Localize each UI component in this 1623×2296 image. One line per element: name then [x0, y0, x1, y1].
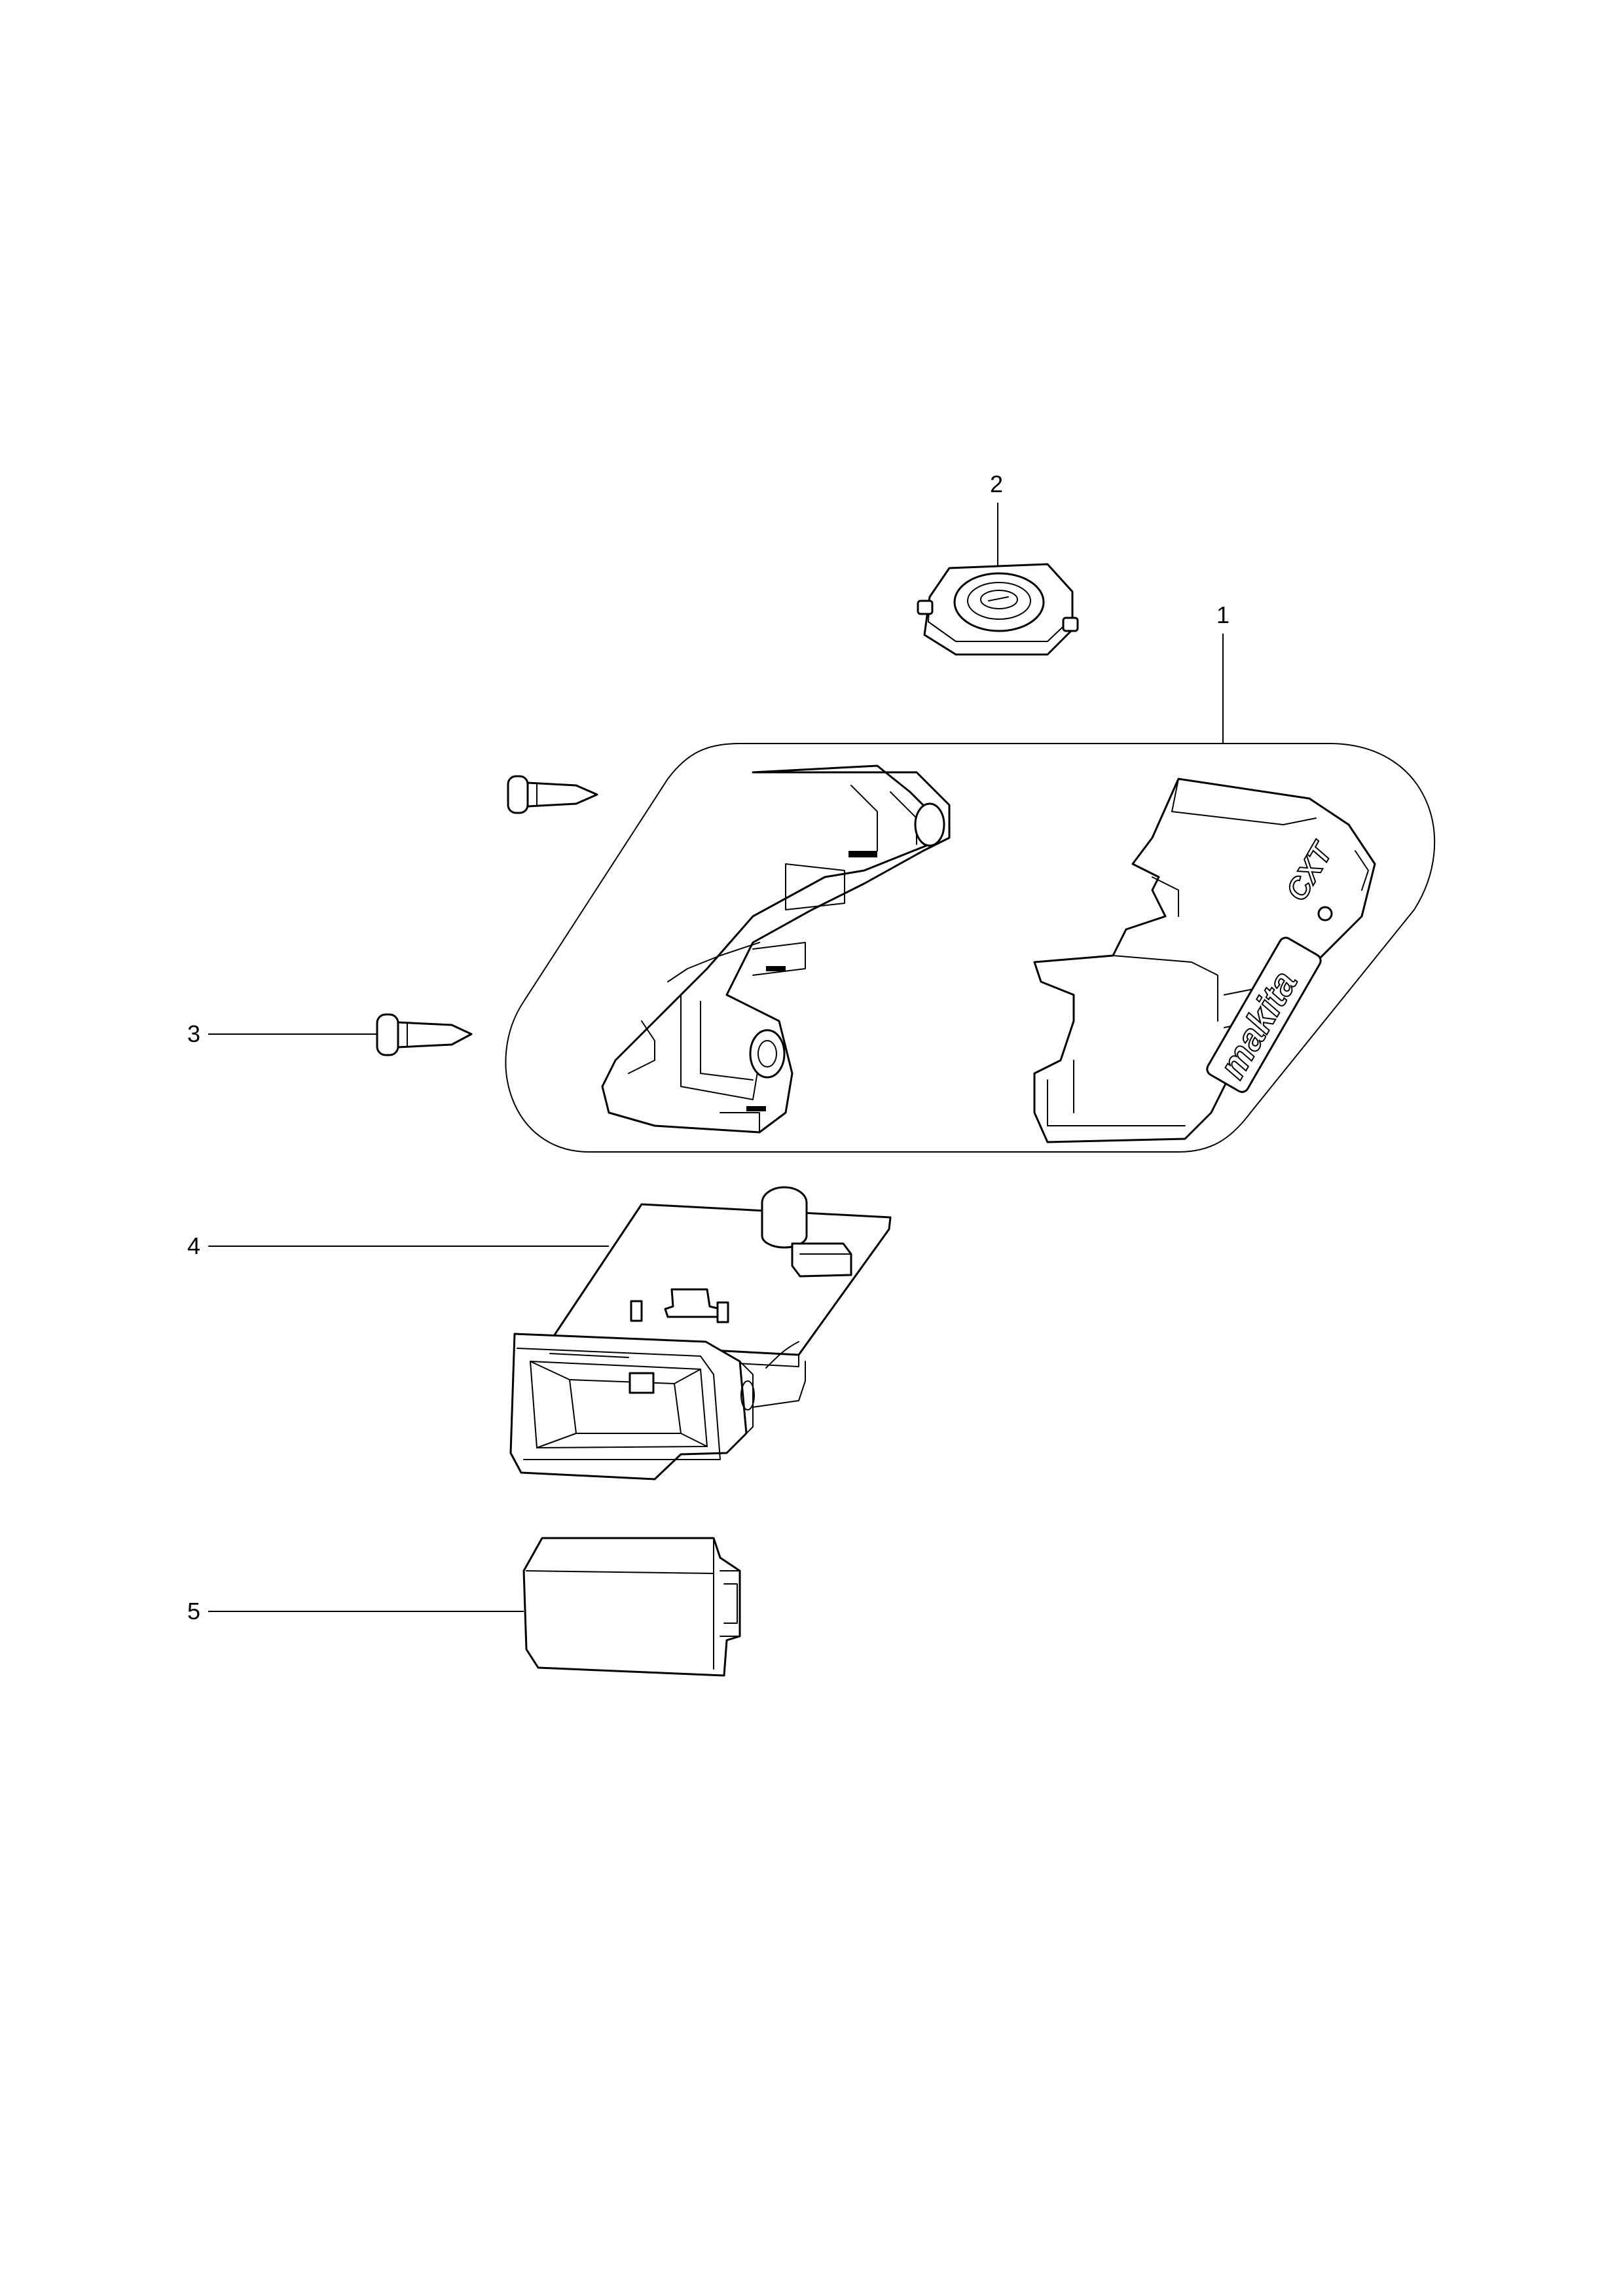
- callout-4-label: 4: [187, 1232, 200, 1259]
- cover-part: [522, 1537, 741, 1677]
- callout-5-label: 5: [187, 1598, 200, 1624]
- callout-2-label: 2: [990, 471, 1003, 497]
- housing-right-half: makita CXT: [1033, 778, 1376, 1143]
- callout-4: 4: [187, 1232, 609, 1259]
- button-cap-part: [917, 563, 1079, 656]
- circuit-board-part: [509, 1186, 892, 1480]
- callout-1: 1: [1216, 601, 1230, 744]
- callout-2: 2: [990, 471, 1003, 576]
- callout-3-label: 3: [187, 1020, 200, 1047]
- callout-1-label: 1: [1216, 601, 1230, 628]
- callout-3: 3: [187, 1020, 380, 1047]
- housing-left-half: [601, 764, 951, 1134]
- screw-upper: [507, 775, 598, 814]
- screw-lower: [376, 1013, 473, 1056]
- callout-5: 5: [187, 1598, 524, 1624]
- housing-group-outline: [505, 743, 1436, 1153]
